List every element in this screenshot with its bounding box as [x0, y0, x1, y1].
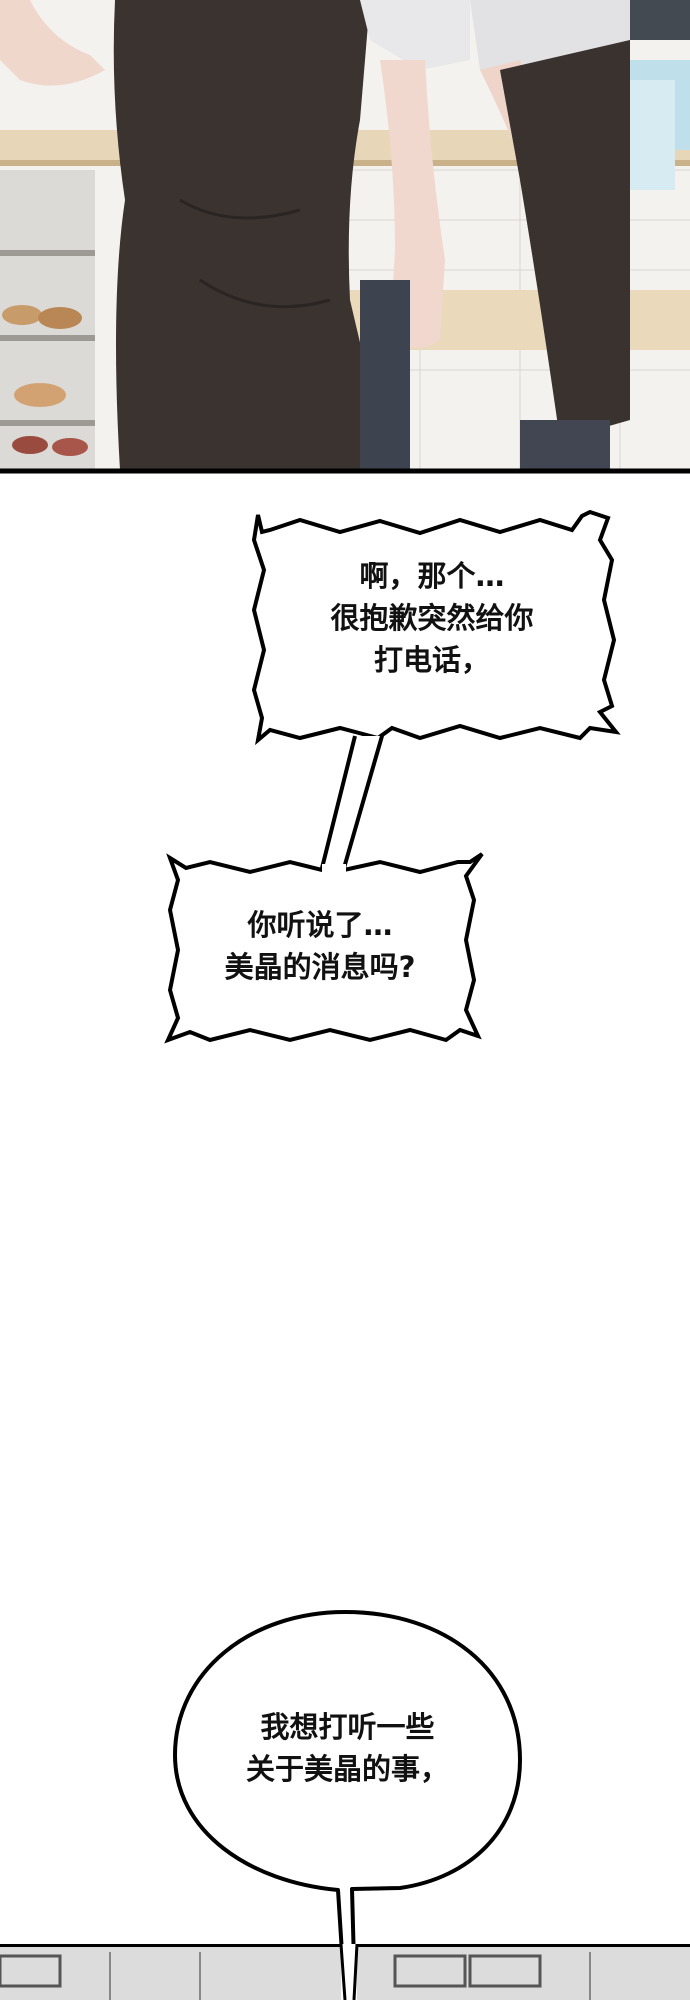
bubble-3-line-1: 我想打听一些	[260, 1710, 435, 1744]
comic-panel-top	[0, 0, 690, 470]
bubble-2-line-2: 美晶的消息吗?	[224, 950, 416, 984]
speech-bubble-1-text: 啊，那个… 很抱歉突然给你 打电话，	[262, 555, 602, 681]
bubble-1-line-2: 很抱歉突然给你	[330, 601, 534, 635]
panel-illustration-aprons	[0, 0, 690, 470]
bubble-2-line-1: 你听说了…	[247, 908, 393, 942]
speech-bubble-3-text: 我想打听一些 关于美晶的事，	[175, 1706, 520, 1790]
bubble-1-line-1: 啊，那个…	[359, 559, 505, 593]
speech-bubble-2-text: 你听说了… 美晶的消息吗?	[170, 904, 470, 988]
bubble-1-line-3: 打电话，	[373, 643, 490, 677]
panel-illustration-hallway	[0, 1944, 690, 2000]
comic-panel-bottom	[0, 1944, 690, 2000]
bubble-3-line-2: 关于美晶的事，	[245, 1752, 449, 1786]
